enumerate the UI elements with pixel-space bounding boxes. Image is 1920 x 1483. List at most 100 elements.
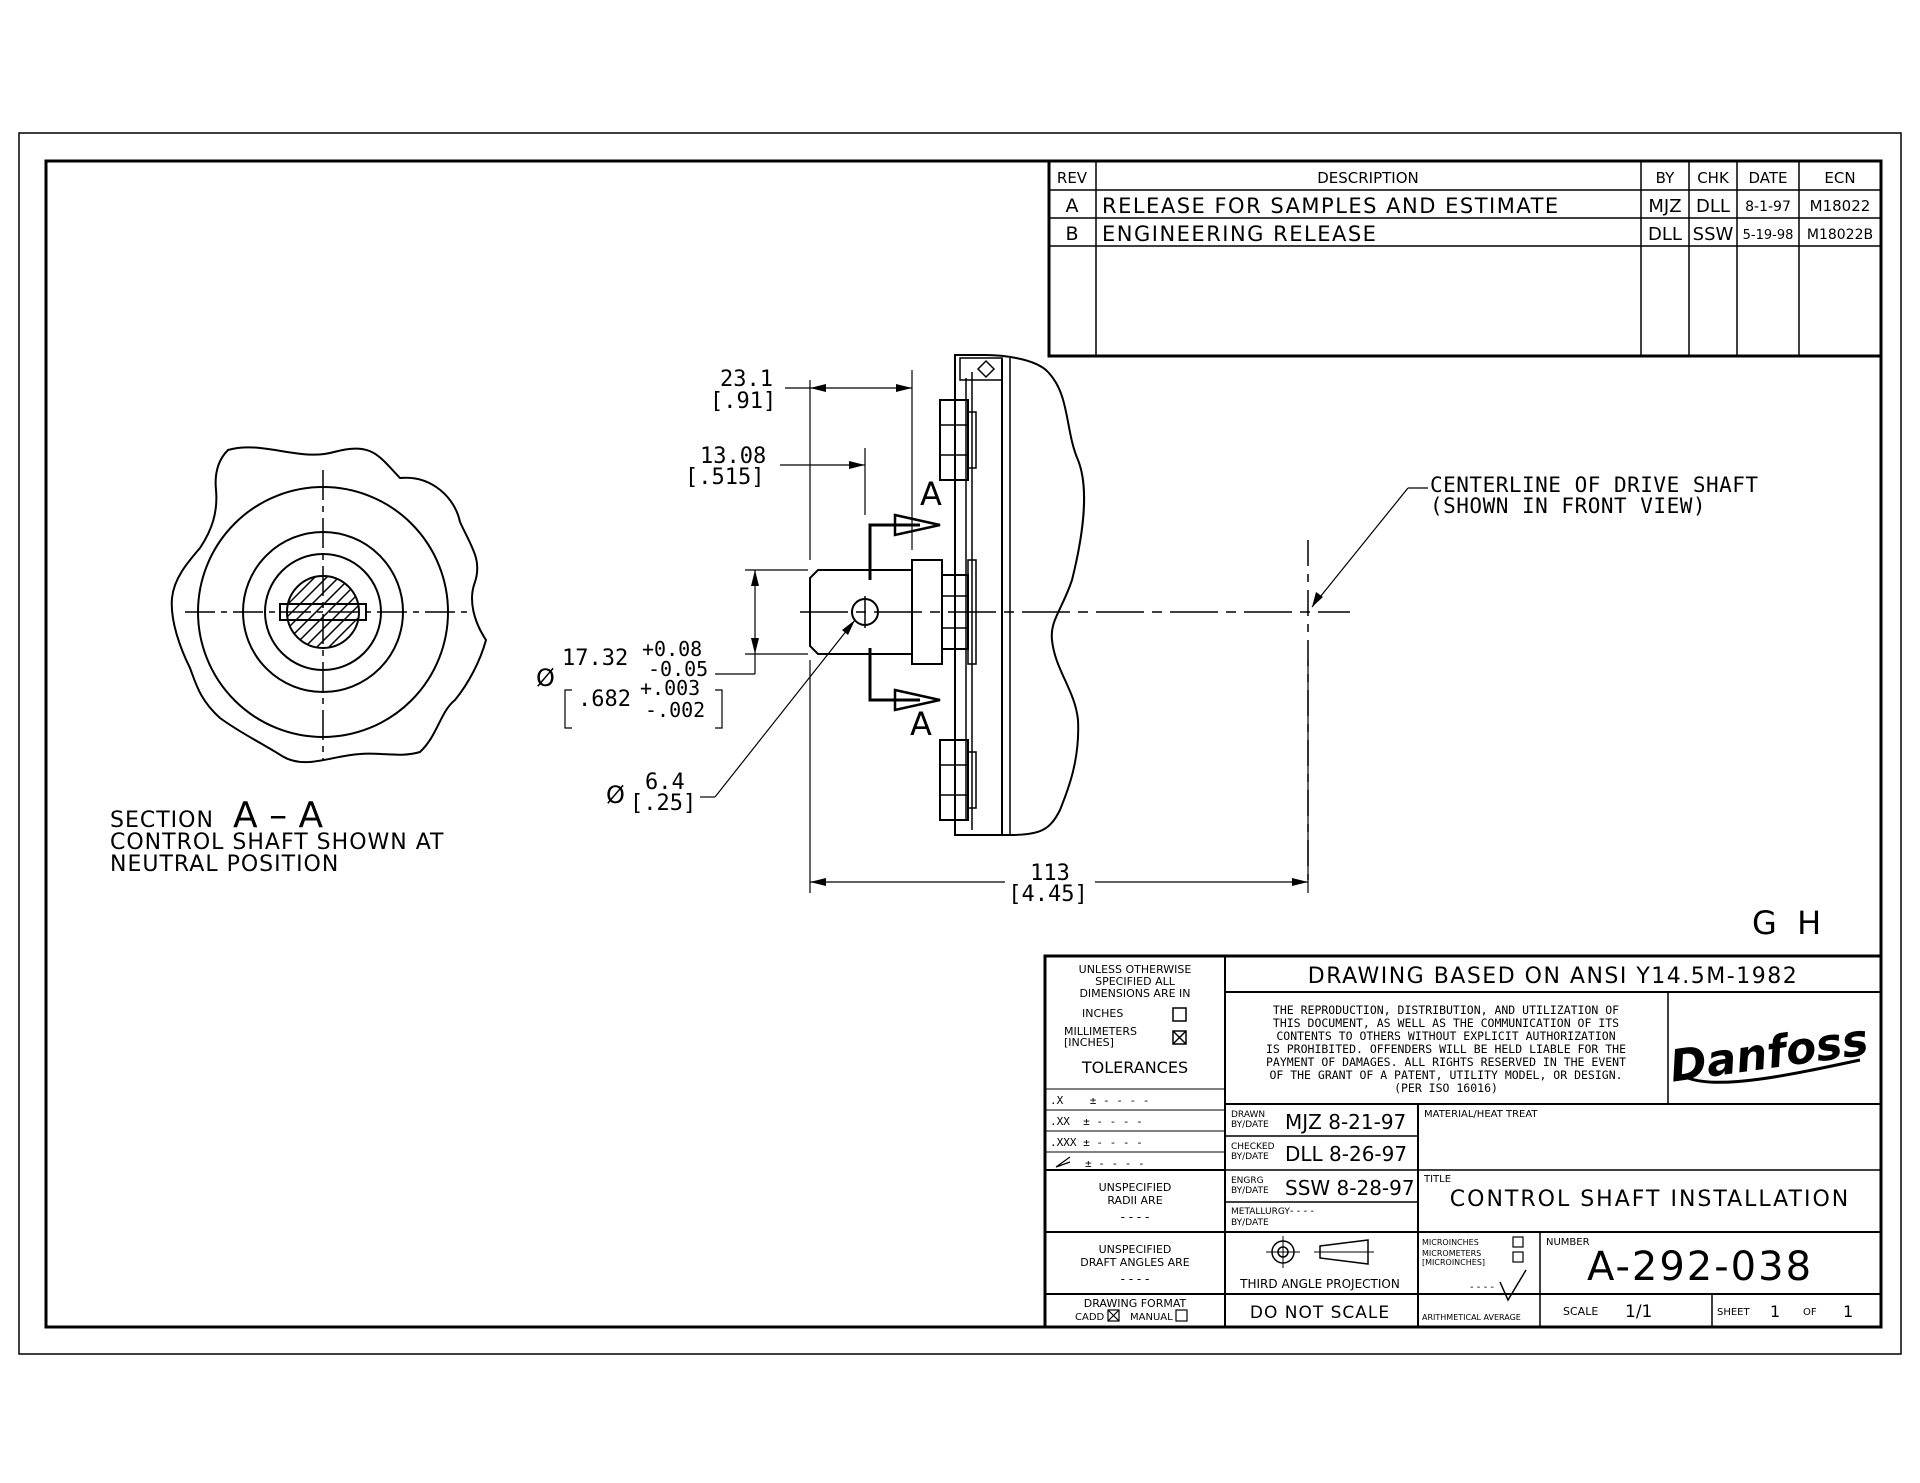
rev-a: A <box>1066 195 1079 217</box>
radii-value: - - - - <box>1121 1210 1150 1224</box>
dim-682-minus: -.002 <box>645 698 705 722</box>
rev-a-chk: DLL <box>1696 196 1730 217</box>
drawing-number: A-292-038 <box>1587 1244 1813 1290</box>
manual-checkbox <box>1175 1309 1188 1322</box>
outer-border <box>18 132 1902 1355</box>
dim-682-plus: +.003 <box>640 676 700 700</box>
rev-a-by: MJZ <box>1648 196 1681 217</box>
drawing-standard: DRAWING BASED ON ANSI Y14.5M-1982 <box>1308 964 1798 989</box>
microinches-checkbox <box>1512 1236 1524 1248</box>
checked-label-2: BY/DATE <box>1231 1152 1269 1162</box>
draft-value: - - - - <box>1121 1272 1150 1286</box>
checked-value: DLL 8-26-97 <box>1285 1142 1407 1166</box>
dim-17-32-minus: -0.05 <box>648 657 708 681</box>
callout-line-1: CENTERLINE OF DRIVE SHAFT <box>1430 473 1759 497</box>
dimensions: 23.1 [.91] 13.08 [.515] Ø 17.32 +0.08 -0… <box>536 367 1309 907</box>
drawing-title: CONTROL SHAFT INSTALLATION <box>1450 1187 1850 1212</box>
scale-value: 1/1 <box>1625 1302 1652 1322</box>
rev-a-ecn: M18022 <box>1810 197 1871 215</box>
format-cadd: CADD <box>1075 1312 1105 1323</box>
section-caption-1: CONTROL SHAFT SHOWN AT <box>110 830 445 855</box>
drawing-frame <box>44 159 1883 1329</box>
rev-header: REV <box>1057 169 1088 187</box>
rev-b-by: DLL <box>1648 224 1682 245</box>
inches-bracket: [INCHES] <box>1064 1036 1114 1049</box>
format-manual: MANUAL <box>1130 1312 1173 1323</box>
rev-a-date: 8-1-97 <box>1745 199 1791 215</box>
callout-line-2: (SHOWN IN FRONT VIEW) <box>1430 494 1706 518</box>
centerline-callout: CENTERLINE OF DRIVE SHAFT (SHOWN IN FRON… <box>1311 473 1759 608</box>
tol-xxx: .XXX ± - - - - <box>1050 1136 1143 1149</box>
notice-line-7: (PER ISO 16016) <box>1394 1081 1498 1095</box>
format-label: DRAWING FORMAT <box>1084 1297 1187 1310</box>
radii-line-2: RADII ARE <box>1107 1194 1162 1207</box>
shaft-hatching <box>287 576 359 648</box>
section-title-letters: A – A <box>233 795 324 836</box>
radii-line-1: UNSPECIFIED <box>1099 1181 1172 1194</box>
title-label: TITLE <box>1423 1174 1451 1185</box>
unless-line-2: SPECIFIED ALL <box>1095 975 1176 988</box>
checked-label-1: CHECKED <box>1231 1142 1275 1152</box>
date-header: DATE <box>1748 169 1787 187</box>
section-title-prefix: SECTION <box>110 808 214 833</box>
dim-6-4: 6.4 <box>645 770 685 795</box>
notice-line-3: CONTENTS TO OTHERS WITHOUT EXPLICIT AUTH… <box>1276 1029 1615 1043</box>
metallurgy-label-2: BY/DATE <box>1231 1218 1269 1228</box>
arith-average: ARITHMETICAL AVERAGE <box>1422 1313 1521 1322</box>
sheet-label: SHEET <box>1717 1307 1751 1318</box>
dim-113-in: [4.45] <box>1008 882 1087 907</box>
microinches-bracket: [MICROINCHES] <box>1422 1258 1485 1267</box>
finish-check-icon <box>1499 1269 1527 1302</box>
dim-682: .682 <box>578 687 631 712</box>
engrg-value: SSW 8-28-97 <box>1285 1176 1415 1200</box>
tol-x: .X ± - - - - <box>1050 1094 1149 1107</box>
microinches-option: MICROINCHES <box>1422 1238 1479 1247</box>
number-label: NUMBER <box>1546 1237 1590 1248</box>
title-block: UNLESS OTHERWISE SPECIFIED ALL DIMENSION… <box>1043 954 1883 1329</box>
dim-6-4-dia: Ø <box>606 781 625 809</box>
notice-line-4: IS PROHIBITED. OFFENDERS WILL BE HELD LI… <box>1266 1042 1626 1056</box>
cadd-checkbox <box>1107 1309 1120 1322</box>
notice-line-6: OF THE GRANT OF A PATENT, UTILITY MODEL,… <box>1269 1068 1622 1082</box>
notice-line-1: THE REPRODUCTION, DISTRIBUTION, AND UTIL… <box>1273 1003 1619 1017</box>
rev-b-description: ENGINEERING RELEASE <box>1102 222 1377 246</box>
dim-23-1: 23.1 <box>720 367 773 392</box>
micrometers-option: MICROMETERS <box>1422 1249 1481 1258</box>
unless-line-3: DIMENSIONS ARE IN <box>1079 987 1190 1000</box>
metallurgy-label-1: METALLURGY <box>1231 1207 1290 1217</box>
inches-checkbox <box>1172 1007 1187 1022</box>
tol-angle: ± - - - - <box>1085 1157 1145 1170</box>
do-not-scale: DO NOT SCALE <box>1250 1303 1390 1323</box>
scale-label: SCALE <box>1563 1305 1598 1318</box>
by-header: BY <box>1656 169 1675 187</box>
angle-icon <box>1055 1156 1071 1168</box>
chk-header: CHK <box>1697 169 1730 187</box>
inches-option: INCHES <box>1082 1007 1123 1020</box>
draft-line-2: DRAFT ANGLES ARE <box>1080 1256 1190 1269</box>
knob-outline <box>170 446 488 764</box>
notice-line-5: PAYMENT OF DAMAGES. ALL RIGHTS RESERVED … <box>1266 1055 1626 1069</box>
dim-13-08: 13.08 <box>700 444 766 469</box>
section-letter-top: A <box>920 475 942 513</box>
zone-letters: G H <box>1752 904 1821 942</box>
material-label: MATERIAL/HEAT TREAT <box>1424 1109 1538 1120</box>
notice-line-2: THIS DOCUMENT, AS WELL AS THE COMMUNICAT… <box>1273 1016 1619 1030</box>
section-caption-2: NEUTRAL POSITION <box>110 852 339 877</box>
draft-line-1: UNSPECIFIED <box>1099 1243 1172 1256</box>
section-letter-bottom: A <box>910 705 932 743</box>
tolerances-label: TOLERANCES <box>1081 1058 1188 1077</box>
dim-17-32-plus: +0.08 <box>642 637 702 661</box>
dim-23-1-in: [.91] <box>710 389 776 414</box>
drawn-label-2: BY/DATE <box>1231 1120 1269 1130</box>
of-value: 1 <box>1843 1302 1853 1321</box>
tol-xx: .XX ± - - - - <box>1050 1115 1143 1128</box>
revision-block: REV DESCRIPTION BY CHK DATE ECN A RELEAS… <box>1047 159 1883 358</box>
finish-value: - - - - <box>1470 1282 1494 1293</box>
housing-outline <box>954 354 1085 836</box>
svg-text:Danfoss: Danfoss <box>1667 1014 1871 1092</box>
metallurgy-value: - - - - <box>1290 1206 1314 1217</box>
ecn-header: ECN <box>1824 169 1855 187</box>
sheet-value: 1 <box>1770 1302 1780 1321</box>
micrometers-checkbox <box>1512 1251 1524 1263</box>
